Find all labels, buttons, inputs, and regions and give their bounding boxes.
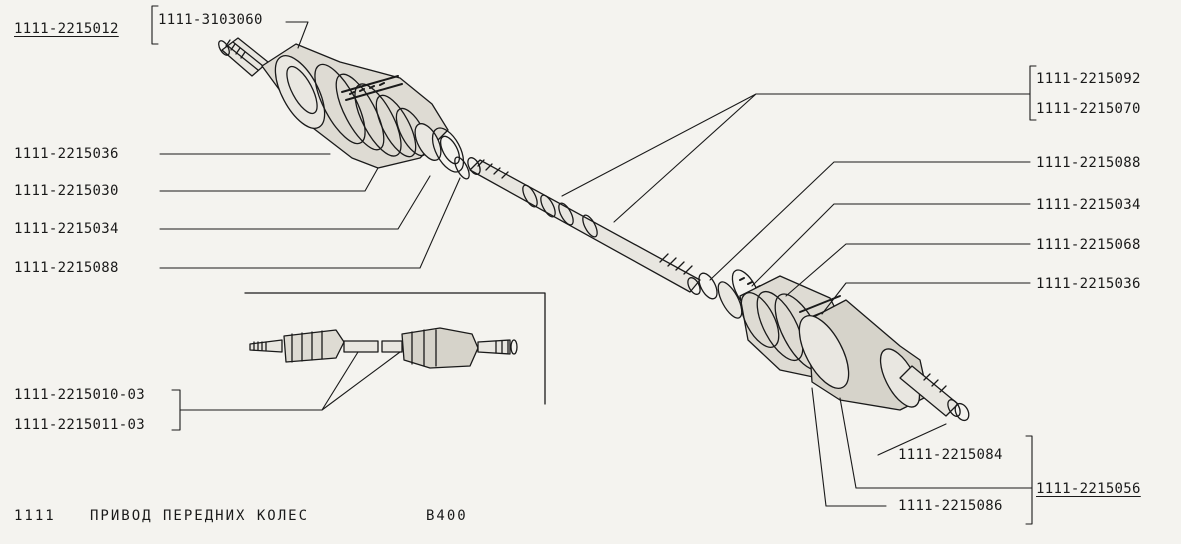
label-assembly-03-a: 1111-2215010-03 bbox=[14, 387, 145, 403]
caption-code: B400 bbox=[426, 508, 468, 524]
label-retainer: 1111-2215086 bbox=[898, 498, 1003, 514]
label-clamp-left: 1111-2215034 bbox=[14, 221, 119, 237]
label-shaft-b: 1111-2215070 bbox=[1036, 101, 1141, 117]
label-assembly-03-b: 1111-2215011-03 bbox=[14, 417, 145, 433]
label-ring-left: 1111-2215088 bbox=[14, 260, 119, 276]
label-boot-left: 1111-2215030 bbox=[14, 183, 119, 199]
label-snap-ring: 1111-2215084 bbox=[898, 447, 1003, 463]
label-clamp-right-outer: 1111-2215036 bbox=[1036, 276, 1141, 292]
shaft bbox=[467, 157, 718, 300]
label-assembly-main: 1111-2215012 bbox=[14, 21, 119, 37]
label-boot-right: 1111-2215068 bbox=[1036, 237, 1141, 253]
caption-title: ПРИВОД ПЕРЕДНИХ КОЛЕС bbox=[90, 508, 310, 524]
leader-lines bbox=[151, 5, 1037, 525]
label-clamp-right: 1111-2215034 bbox=[1036, 197, 1141, 213]
label-boot-clamp-small: 1111-3103060 bbox=[158, 12, 263, 28]
label-joint-housing: 1111-2215056 bbox=[1036, 481, 1141, 497]
inset-assembly bbox=[244, 292, 546, 405]
left-cv-joint bbox=[218, 37, 470, 180]
label-shaft-a: 1111-2215092 bbox=[1036, 71, 1141, 87]
label-ring-right: 1111-2215088 bbox=[1036, 155, 1141, 171]
caption-group: 1111 bbox=[14, 508, 56, 524]
label-boot-clamp-outer-left: 1111-2215036 bbox=[14, 146, 119, 162]
right-cv-joint bbox=[717, 269, 970, 422]
